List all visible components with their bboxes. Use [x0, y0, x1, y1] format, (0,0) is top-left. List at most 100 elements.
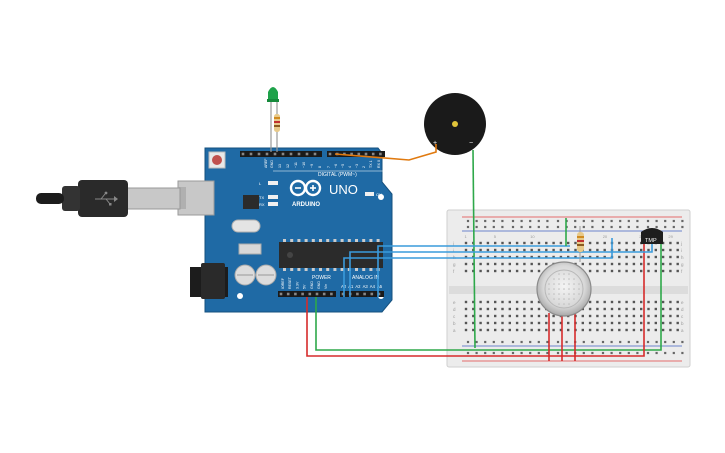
wire-buzzer-orange[interactable] [334, 144, 437, 161]
bb-hole [494, 307, 497, 311]
breadboard-resistor[interactable] [577, 226, 584, 262]
resistor-band [577, 236, 584, 238]
mesh-dot [573, 298, 575, 300]
header-pin [281, 152, 285, 156]
rail-hole [546, 219, 549, 223]
bb-hole [610, 328, 614, 332]
rail-hole [610, 340, 613, 344]
l-led [268, 181, 278, 185]
chip-pin [347, 239, 351, 242]
bb-hole [545, 314, 548, 318]
rail-hole [610, 351, 613, 355]
bb-hole [596, 314, 599, 318]
wire-gnd-green[interactable] [315, 238, 662, 351]
bb-hole [669, 241, 672, 245]
bb-hole [494, 328, 497, 332]
led-green[interactable] [267, 87, 279, 152]
rail-hole [681, 351, 684, 355]
bb-col-number: 29 [668, 234, 673, 239]
tmp-label: TMP [645, 238, 657, 244]
bb-hole [669, 307, 672, 311]
bb-hole [574, 241, 577, 245]
bb-hole [545, 321, 548, 325]
led-resistor[interactable] [274, 114, 280, 132]
bb-hole [618, 300, 621, 304]
bb-hole [508, 307, 511, 311]
bb-hole [632, 248, 636, 252]
bb-hole [472, 328, 475, 332]
bb-hole [647, 269, 650, 273]
rail-hole [636, 219, 639, 223]
wire-a1-blue[interactable] [349, 244, 653, 297]
bb-hole [603, 321, 606, 325]
bb-hole [515, 321, 519, 325]
mesh-dot [553, 278, 555, 280]
bb-hole [494, 269, 497, 273]
wire-buzzer-ground[interactable] [472, 149, 476, 349]
rail-hole [672, 340, 675, 344]
bb-hole [603, 307, 606, 311]
bb-hole [515, 241, 519, 245]
bb-row-letter: g [681, 262, 684, 267]
bb-hole [530, 314, 533, 318]
bb-hole [647, 328, 650, 332]
bb-hole [661, 307, 665, 311]
bb-hole [501, 269, 504, 273]
bb-row-letter: e [681, 300, 684, 305]
power-pin-label: 5V [303, 284, 307, 289]
rail-hole [475, 225, 478, 229]
bb-row-letter: c [681, 314, 684, 319]
reset-button[interactable] [212, 155, 222, 165]
wire-a2-blue[interactable] [377, 245, 570, 297]
rail-hole [529, 219, 532, 223]
bb-hole [661, 255, 665, 259]
bb-hole [494, 262, 497, 266]
bb-hole [588, 314, 592, 318]
bb-hole [559, 248, 563, 252]
rx-led-label: RX [259, 202, 265, 207]
piezo-buzzer[interactable]: + − [424, 93, 486, 155]
wire-a0-blue[interactable] [343, 238, 613, 297]
bb-hole [610, 262, 614, 266]
bb-hole [661, 314, 665, 318]
rail-hole [627, 225, 630, 229]
bb-hole [625, 262, 628, 266]
mesh-dot [573, 283, 575, 285]
bb-hole [647, 314, 650, 318]
bb-hole [464, 314, 468, 318]
bb-row-letter: e [453, 300, 456, 305]
analog-label: ANALOG IN [352, 275, 380, 281]
bb-hole [640, 262, 643, 266]
power-pin-label: 3.3V [295, 281, 299, 289]
gas-sensor[interactable] [536, 261, 592, 317]
bb-hole [508, 300, 511, 304]
chip-pin [283, 239, 286, 242]
bb-hole [647, 262, 650, 266]
rail-hole [655, 225, 658, 229]
bb-hole [603, 314, 606, 318]
wire-5v-red[interactable] [306, 238, 645, 357]
bb-hole [596, 262, 599, 266]
bb-hole [559, 328, 563, 332]
bb-hole [537, 269, 541, 273]
bb-hole [676, 307, 679, 311]
rail-hole [511, 219, 515, 223]
bb-hole [676, 328, 679, 332]
bb-hole [479, 307, 482, 311]
rail-hole [466, 351, 470, 355]
temperature-sensor[interactable]: TMP [641, 228, 663, 244]
rail-hole [619, 225, 622, 229]
rail-hole [646, 225, 650, 229]
usb-port-inner [178, 187, 186, 209]
bb-hole [515, 314, 519, 318]
bb-hole [515, 262, 519, 266]
bb-hole [472, 307, 475, 311]
rail-hole [664, 340, 667, 344]
chip-pin [362, 268, 366, 271]
mesh-dot [578, 288, 580, 290]
bb-hole [472, 300, 475, 304]
buzzer-plus: + [433, 140, 437, 147]
